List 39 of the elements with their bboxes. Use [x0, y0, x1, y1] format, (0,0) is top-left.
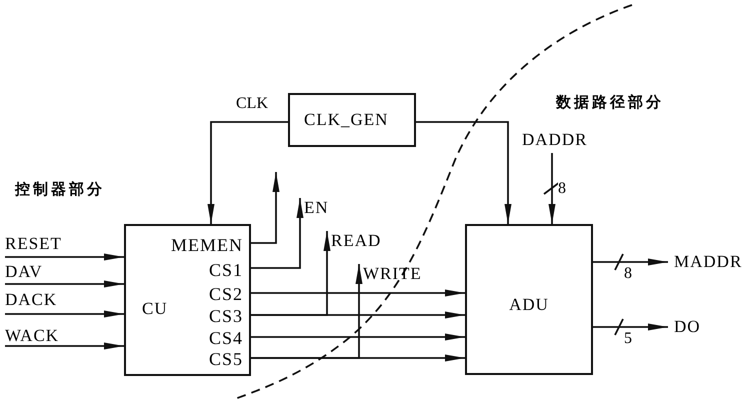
block-label: CU — [142, 299, 168, 319]
arrow — [593, 258, 668, 266]
signal-label: EN — [296, 198, 341, 218]
arrow — [593, 324, 668, 330]
arrow — [208, 121, 288, 224]
port-label: CS5 — [208, 349, 243, 369]
signal-label: READ — [323, 231, 403, 251]
block-box — [124, 224, 251, 376]
port-label: CS1 — [208, 260, 243, 280]
region-label: 数据路径部分 — [556, 93, 664, 112]
signal-label: WRITE — [355, 264, 440, 284]
arrow — [548, 153, 556, 224]
port-label: CS4 — [208, 328, 243, 348]
arrow — [416, 121, 512, 224]
arrow — [5, 280, 124, 288]
block-box — [288, 93, 416, 147]
arrow — [5, 254, 124, 260]
port-label: CS2 — [208, 284, 243, 304]
block-box — [465, 224, 593, 375]
arrow — [251, 198, 304, 269]
arrow — [251, 172, 280, 244]
port-label: MEMEN — [171, 235, 243, 255]
arrow — [251, 231, 330, 316]
signal-label: DACK — [5, 290, 95, 314]
signal-label: DAV — [5, 262, 95, 284]
signal-label: RESET — [5, 234, 95, 257]
arrow — [251, 264, 362, 359]
region-label: 控制器部分 — [15, 180, 105, 199]
arrow — [5, 342, 124, 350]
port-label: CS3 — [208, 306, 243, 326]
block-label: ADU — [508, 295, 550, 315]
arrow — [5, 310, 124, 318]
block-label: CLK_GEN — [304, 110, 388, 130]
signal-label: WACK — [5, 326, 95, 346]
signal-label: MADDR — [668, 252, 756, 272]
arrow — [251, 290, 465, 296]
signal-label: DADDR — [522, 130, 604, 153]
arrow — [251, 334, 465, 340]
signal-label: DO — [668, 317, 713, 337]
